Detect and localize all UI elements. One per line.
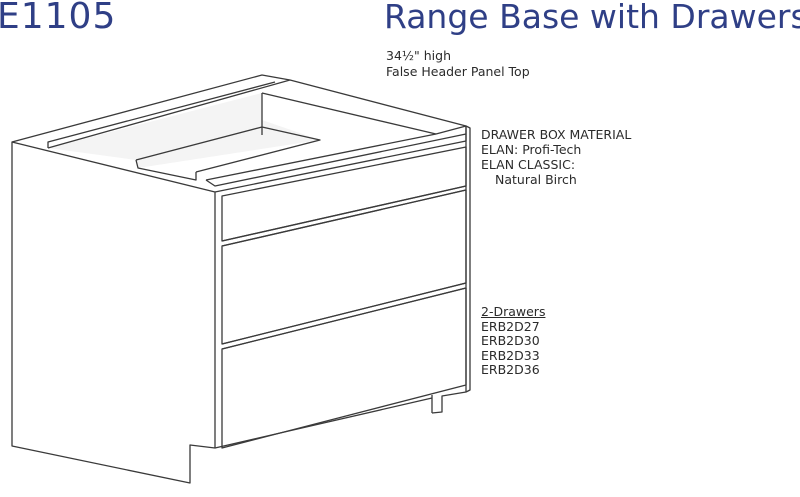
cabinet-front-frame: [431, 126, 467, 414]
model-list: 2-Drawers ERB2D27 ERB2D30 ERB2D33 ERB2D3…: [481, 304, 546, 378]
model-item: ERB2D27: [481, 318, 540, 334]
spec-top: False Header Panel Top: [386, 64, 530, 79]
material-elan-classic-value: Natural Birch: [495, 172, 577, 187]
model-item: ERB2D36: [481, 362, 540, 377]
model-list-heading: 2-Drawers: [481, 304, 546, 319]
cabinet-top-front-rail-edge: [205, 133, 467, 187]
spec-block: 34½" high False Header Panel Top: [386, 48, 530, 80]
material-heading: DRAWER BOX MATERIAL: [481, 127, 632, 142]
model-item: ERB2D30: [481, 333, 540, 348]
cabinet-interior-shade: [48, 93, 320, 168]
catalog-code: E1105: [0, 0, 117, 37]
drawer-front-2: [221, 287, 467, 449]
cabinet-top-back-rail: [11, 74, 291, 149]
cabinet-back-top: [289, 79, 467, 127]
cabinet-top-back-rail-edge: [47, 81, 276, 148]
cabinet-middle-stretcher-front: [135, 159, 197, 181]
page-title: Range Base with Drawers: [384, 0, 800, 36]
model-item: ERB2D33: [481, 347, 540, 363]
material-elan-classic-label: ELAN CLASSIC:: [481, 157, 576, 172]
material-elan: ELAN: Profi-Tech: [481, 142, 582, 157]
cabinet-toe-kick: [214, 395, 433, 449]
cabinet-side-panel: [11, 141, 216, 484]
cabinet-right-edge: [465, 125, 471, 393]
cabinet-back-inner-line: [261, 92, 437, 135]
cabinet-middle-stretcher: [135, 126, 321, 173]
spec-height: 34½" high: [386, 48, 451, 63]
drawer-material-block: DRAWER BOX MATERIAL ELAN: Profi-Tech ELA…: [481, 127, 631, 187]
drawer-divider: [221, 282, 467, 350]
